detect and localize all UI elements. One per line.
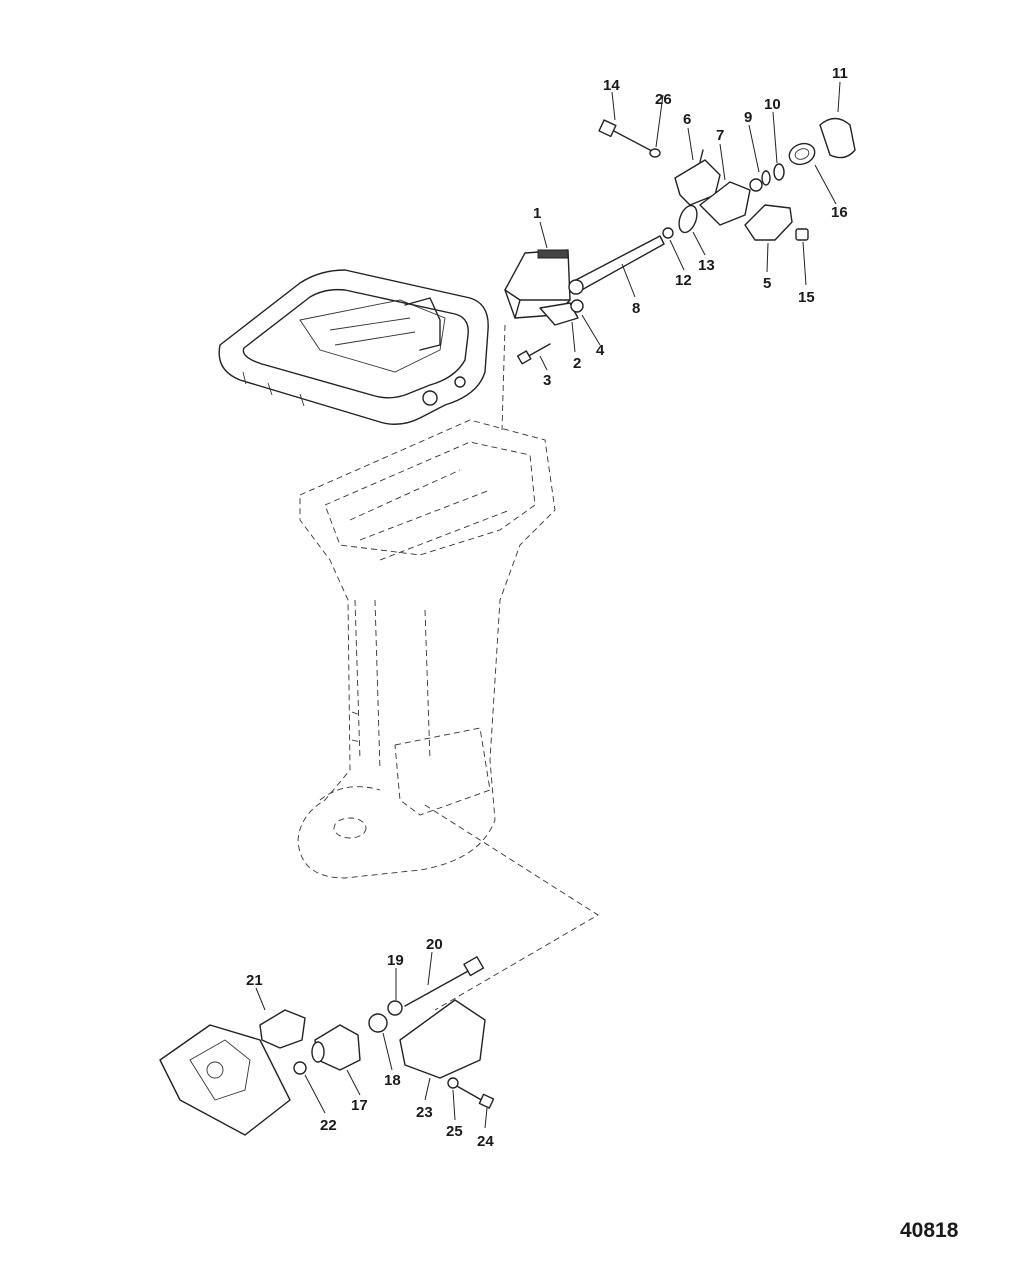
part-label-10: 10 bbox=[764, 96, 781, 113]
part-label-7: 7 bbox=[716, 127, 724, 144]
part-label-3: 3 bbox=[543, 372, 551, 389]
part-label-20: 20 bbox=[426, 936, 443, 953]
lower-mount-parts bbox=[159, 324, 599, 1136]
part-labels: 1 2 3 4 5 6 7 8 9 10 11 12 13 14 15 16 1… bbox=[246, 65, 848, 1150]
part-label-8: 8 bbox=[632, 300, 640, 317]
part-label-21: 21 bbox=[246, 972, 263, 989]
part-label-19: 19 bbox=[387, 952, 404, 969]
part-label-15: 15 bbox=[798, 289, 815, 306]
part-label-23: 23 bbox=[416, 1104, 433, 1121]
part-label-4: 4 bbox=[596, 342, 605, 359]
part-label-17: 17 bbox=[351, 1097, 368, 1114]
part-label-16: 16 bbox=[831, 204, 848, 221]
part-label-1: 1 bbox=[533, 205, 541, 222]
part-label-13: 13 bbox=[698, 257, 715, 274]
part-label-6: 6 bbox=[683, 111, 691, 128]
leader-lines bbox=[255, 81, 841, 1129]
upper-mount-parts bbox=[504, 117, 856, 365]
part-label-26: 26 bbox=[655, 91, 672, 108]
part-label-18: 18 bbox=[384, 1072, 401, 1089]
part-label-25: 25 bbox=[446, 1123, 463, 1140]
part-label-12: 12 bbox=[675, 272, 692, 289]
part-label-14: 14 bbox=[603, 77, 620, 94]
swivel-bracket-frame bbox=[218, 269, 489, 425]
part-label-11: 11 bbox=[832, 65, 848, 82]
part-label-9: 9 bbox=[744, 109, 752, 126]
part-label-24: 24 bbox=[477, 1133, 494, 1150]
part-label-2: 2 bbox=[573, 355, 581, 372]
driveshaft-housing bbox=[297, 419, 556, 879]
part-label-22: 22 bbox=[320, 1117, 337, 1134]
part-label-5: 5 bbox=[763, 275, 771, 292]
figure-id: 40818 bbox=[900, 1219, 959, 1242]
